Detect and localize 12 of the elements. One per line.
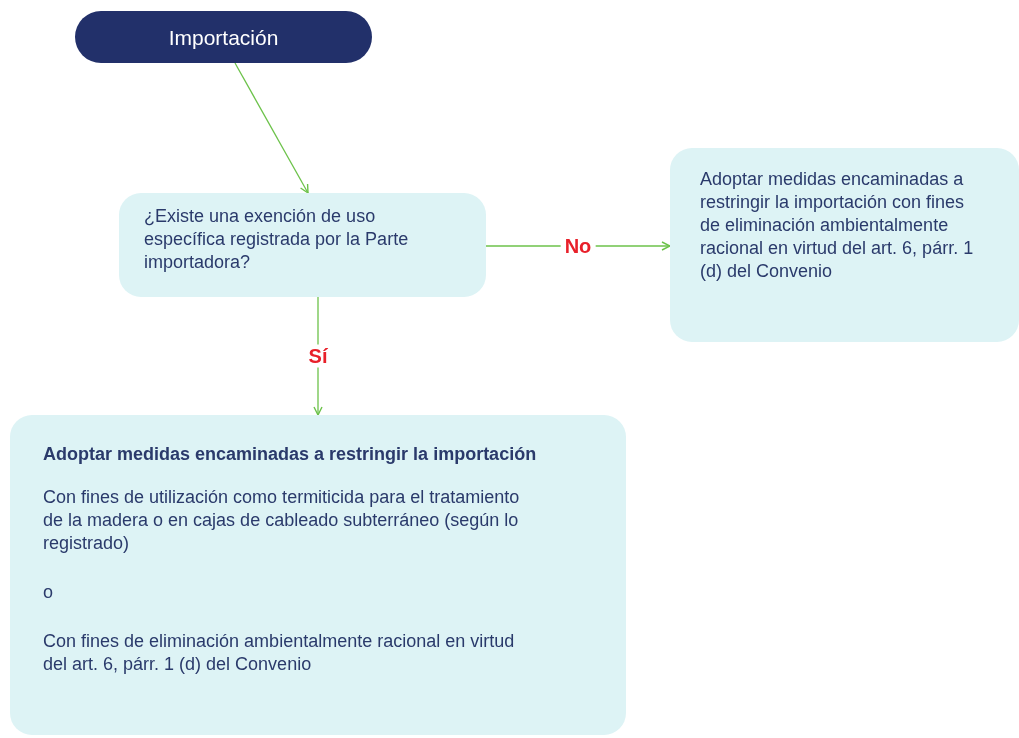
box-text: ¿Existe una exención de uso específica registrada por la Parte importadora?	[144, 205, 410, 274]
box-text: Con fines de eliminación ambientalmente racional en virtud del art. 6, párr. 1 (d) del Convenio	[43, 630, 516, 676]
start-pill	[75, 11, 372, 63]
process-box	[10, 415, 626, 735]
box-text: Adoptar medidas encaminadas a restringir la importación con fines de eliminación ambientalmente racional en virtud del art. 6, párr. 1 (d) del Convenio	[700, 168, 975, 283]
box-heading: Adoptar medidas encaminadas a restringir la importación	[43, 443, 538, 466]
process-box	[670, 148, 1019, 342]
box-text: Importación	[168, 25, 279, 49]
process-box	[119, 193, 486, 297]
box-text: Con fines de utilización como termiticida para el tratamiento de la madera o en cajas de cableado subterráneo (según lo registrado)	[43, 486, 521, 555]
box-text: o	[43, 581, 54, 604]
arrow	[234, 62, 309, 194]
